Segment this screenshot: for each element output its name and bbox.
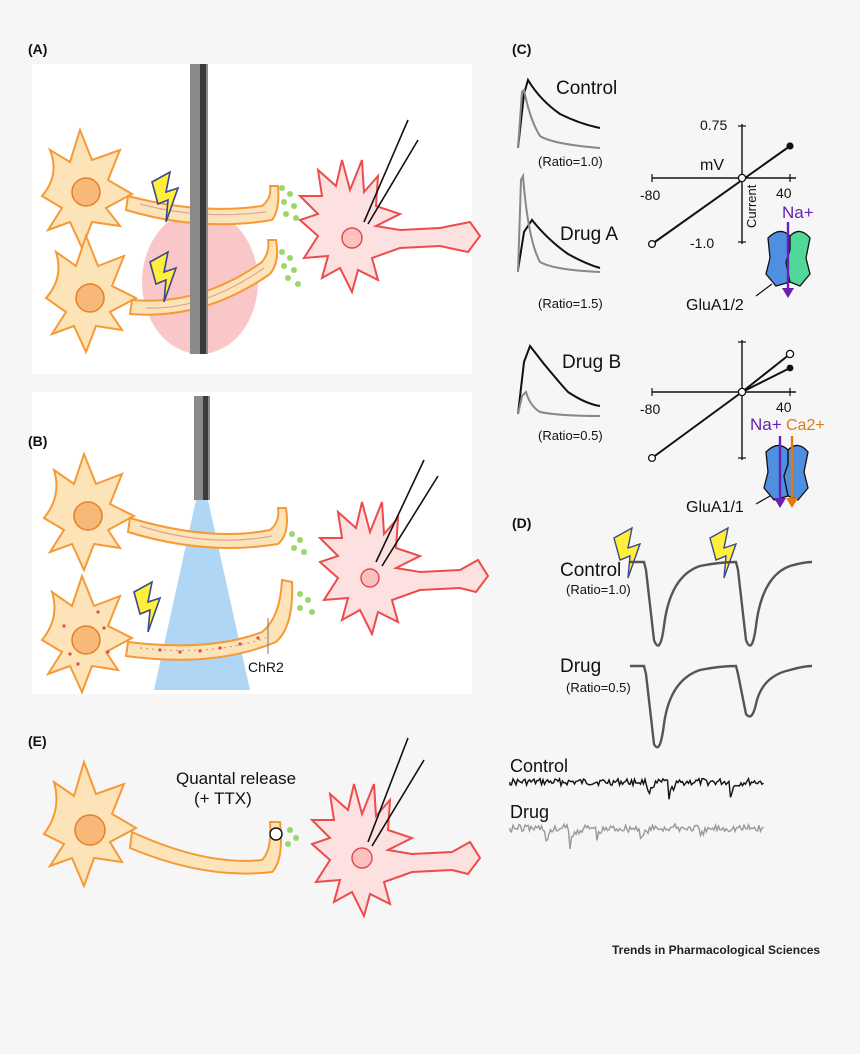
epsc-trace-control-ampa <box>517 77 601 149</box>
mini-control-label: Control <box>510 756 568 776</box>
panel-b: (B) <box>28 392 490 695</box>
panel-c: (C) Control (Ratio=1.0) Drug A (Ratio=1.… <box>512 41 825 516</box>
na-ion-label-top: Na+ <box>782 203 814 222</box>
iv-top-xmin: -80 <box>640 187 660 203</box>
iv-top-xunit: mV <box>700 157 724 174</box>
iv-top-xmax: 40 <box>776 185 792 201</box>
glutamate-vesicles <box>279 185 301 287</box>
chr2-label: ChR2 <box>248 659 284 675</box>
epsc-trace-drug-b-nmda <box>517 390 601 417</box>
receptor-top-label: GluA1/2 <box>686 297 744 314</box>
iv-bottom-xmin: -80 <box>640 401 660 417</box>
panel-a: (A) <box>28 41 482 374</box>
presynaptic-neuron-e <box>42 758 282 889</box>
panel-e-label: (E) <box>28 733 47 749</box>
journal-credit: Trends in Pharmacological Sciences <box>612 943 820 957</box>
epsc-trace-drug-a-ampa <box>517 218 601 271</box>
panel-d-label: (D) <box>512 515 531 531</box>
iv-top-ymax: 0.75 <box>700 117 727 133</box>
mini-trace-control <box>509 776 764 800</box>
panel-d: (D) Control (Ratio=1.0) Drug (Ratio=0.5)… <box>509 515 813 850</box>
recording-pipette <box>363 119 409 223</box>
iv-top-yunit: Current <box>744 184 759 228</box>
glua1-2-receptor <box>765 222 811 298</box>
iv-top-ymin: -1.0 <box>690 235 714 251</box>
postsynaptic-neuron-b <box>317 501 490 637</box>
presynaptic-neuron-b1 <box>42 451 288 573</box>
control-label-c: Control <box>556 78 617 99</box>
iv-bottom-xmax: 40 <box>776 399 792 415</box>
drug-a-label: Drug A <box>560 224 618 245</box>
drug-b-label: Drug B <box>562 352 621 373</box>
panel-a-label: (A) <box>28 41 47 57</box>
panel-c-label: (C) <box>512 41 531 57</box>
drug-ratio-d: (Ratio=0.5) <box>566 680 631 695</box>
epsc-trace-drug-b-ampa <box>517 343 601 415</box>
glutamate-vesicles-b <box>289 531 315 615</box>
drug-b-ratio: (Ratio=0.5) <box>538 428 603 443</box>
presynaptic-neuron-b2 <box>40 573 294 695</box>
epsc-trace-drug-a-nmda <box>517 172 601 273</box>
vesicle-fusion-site <box>269 827 283 841</box>
glutamate-vesicles-e <box>285 827 299 847</box>
epsc-pair-control <box>630 560 813 647</box>
iv-curve-top: 0.75 -1.0 -80 40 mV Current <box>640 117 796 251</box>
panel-e: (E) Quantal release (+ TTX) <box>28 733 482 919</box>
recording-pipette <box>367 737 409 843</box>
control-ratio-d: (Ratio=1.0) <box>566 582 631 597</box>
iv-curve-bottom: -80 40 <box>640 340 796 463</box>
stimulus-bolt-icon <box>709 527 737 579</box>
drug-label-d: Drug <box>560 656 601 677</box>
na-ion-label-bottom: Na+ <box>750 415 782 434</box>
postsynaptic-neuron-a <box>297 159 482 295</box>
control-label-d: Control <box>560 560 621 581</box>
recording-pipette <box>375 459 425 563</box>
ca-ion-label: Ca2+ <box>786 417 825 434</box>
postsynaptic-neuron-e <box>309 783 482 919</box>
control-ratio-c: (Ratio=1.0) <box>538 154 603 169</box>
quantal-release-label: Quantal release <box>176 769 296 788</box>
mini-trace-drug <box>509 822 764 850</box>
mini-drug-label: Drug <box>510 802 549 822</box>
drug-a-ratio: (Ratio=1.5) <box>538 296 603 311</box>
glua1-1-receptor <box>763 436 809 508</box>
panel-b-label: (B) <box>28 433 47 449</box>
epsc-trace-control-nmda <box>517 87 601 149</box>
receptor-bottom-label: GluA1/1 <box>686 499 744 516</box>
ttx-label: (+ TTX) <box>194 789 252 808</box>
epsc-pair-drug <box>630 664 813 749</box>
